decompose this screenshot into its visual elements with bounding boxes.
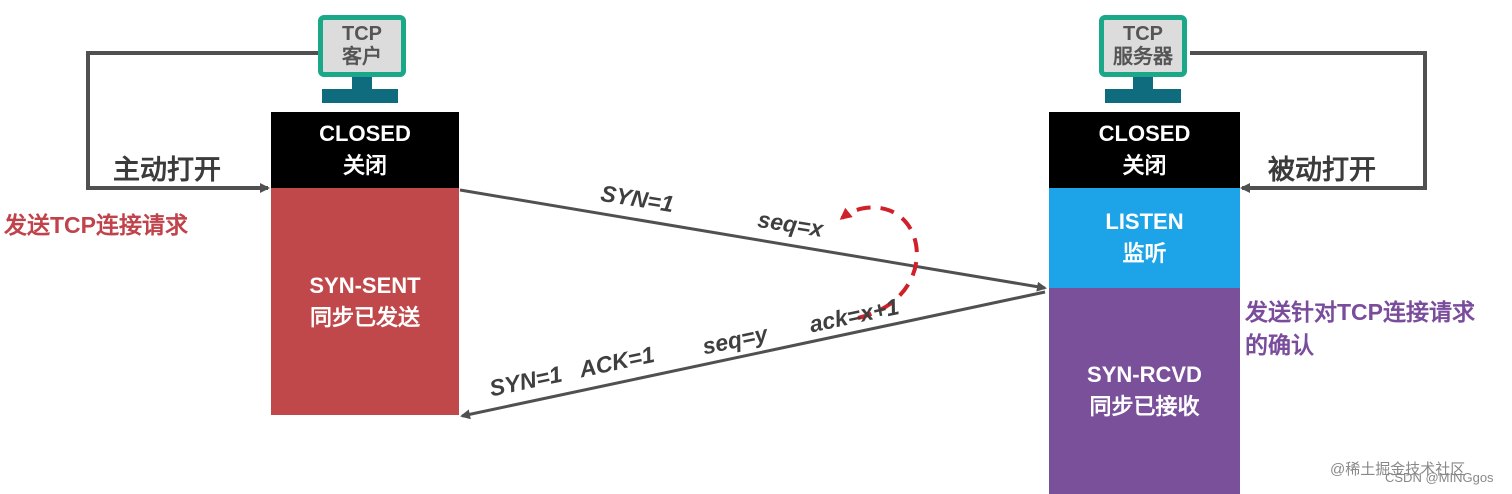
csdn-watermark: CSDN @MINGgos: [1385, 470, 1494, 485]
server-syn-rcvd-cn: 同步已接收: [1089, 394, 1200, 419]
server-closed-state: CLOSED 关闭: [1049, 112, 1240, 188]
server-listen-state: LISTEN 监听: [1049, 188, 1240, 288]
server-passive-open-label: 被动打开: [1268, 155, 1376, 185]
syn-ack-arrow: [460, 290, 1046, 420]
server-ack-note-line1: 发送针对TCP连接请求: [1245, 299, 1475, 325]
client-request-note: 发送TCP连接请求: [4, 212, 188, 238]
client-icon-line2: 客户: [342, 46, 382, 68]
server-listen-cn: 监听: [1122, 241, 1167, 266]
client-active-open-label: 主动打开: [113, 155, 221, 185]
server-icon-line1: TCP: [1123, 23, 1163, 45]
server-syn-rcvd-en: SYN-RCVD: [1087, 362, 1202, 387]
client-computer-icon: TCP 客户: [318, 15, 406, 77]
server-monitor-base: [1105, 89, 1181, 103]
client-monitor-base: [322, 89, 398, 103]
server-syn-rcvd-state: SYN-RCVD 同步已接收: [1049, 288, 1240, 494]
server-closed-en: CLOSED: [1098, 121, 1191, 146]
client-closed-state: CLOSED 关闭: [271, 112, 459, 188]
client-closed-en: CLOSED: [319, 121, 411, 146]
juejin-watermark: @稀土掘金技术社区: [1330, 461, 1466, 478]
server-ack-note-line2: 的确认: [1245, 332, 1314, 358]
client-closed-cn: 关闭: [342, 153, 387, 178]
client-syn-sent-state: SYN-SENT 同步已发送: [271, 188, 459, 415]
server-computer-icon: TCP 服务器: [1099, 15, 1187, 77]
syn-arrow: [459, 188, 1047, 292]
client-icon-line1: TCP: [342, 23, 382, 45]
server-monitor-neck: [1133, 77, 1153, 89]
client-syn-sent-en: SYN-SENT: [309, 272, 421, 298]
client-monitor-neck: [352, 77, 372, 89]
server-closed-cn: 关闭: [1122, 153, 1167, 178]
ack-dashed-arrow: [839, 205, 919, 320]
client-open-line: [86, 51, 318, 193]
server-ack-note: 发送针对TCP连接请求 的确认: [1245, 296, 1475, 362]
server-listen-en: LISTEN: [1105, 209, 1184, 234]
server-icon-line2: 服务器: [1113, 46, 1173, 68]
client-syn-sent-cn: 同步已发送: [309, 304, 420, 330]
server-open-line: [1190, 51, 1427, 193]
